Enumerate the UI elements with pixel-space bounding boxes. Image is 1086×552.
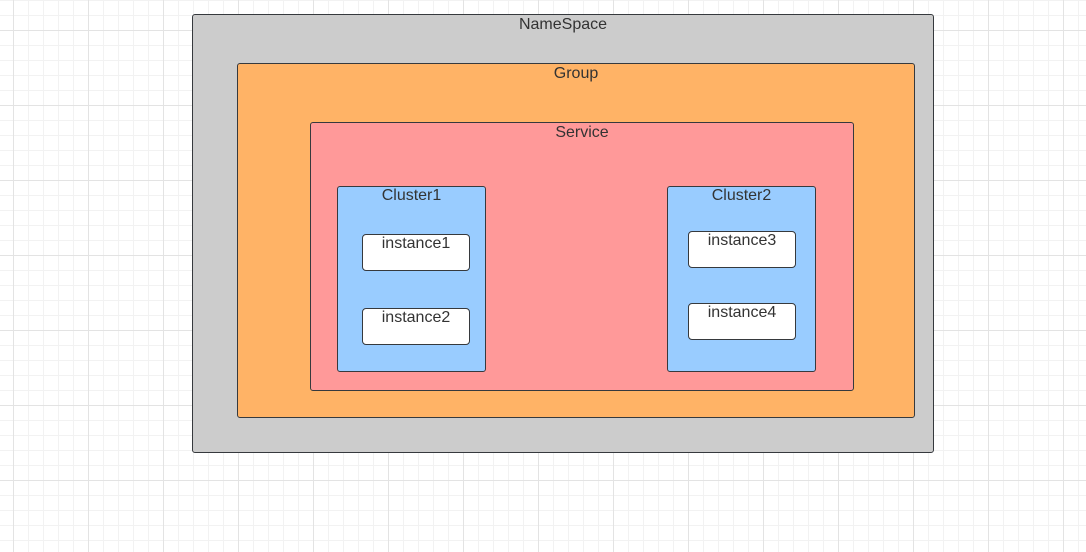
cluster2-container[interactable]: Cluster2	[667, 186, 816, 372]
instance1-node[interactable]: instance1	[362, 234, 470, 271]
instance2-label: instance2	[381, 309, 451, 326]
instance1-label: instance1	[381, 235, 451, 252]
instance3-node[interactable]: instance3	[688, 231, 796, 268]
cluster2-label: Cluster2	[711, 187, 772, 204]
cluster1-label: Cluster1	[381, 187, 442, 204]
service-label: Service	[555, 124, 609, 141]
group-label: Group	[553, 65, 599, 82]
instance4-node[interactable]: instance4	[688, 303, 796, 340]
instance4-label: instance4	[707, 304, 777, 321]
instance2-node[interactable]: instance2	[362, 308, 470, 345]
namespace-label: NameSpace	[518, 16, 608, 33]
instance3-label: instance3	[707, 232, 777, 249]
